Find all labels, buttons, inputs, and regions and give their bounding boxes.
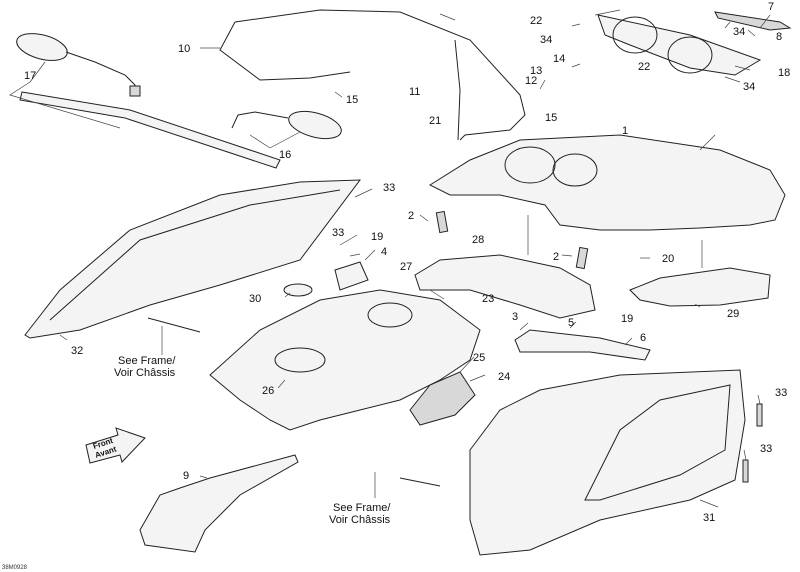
callout-9: 9 xyxy=(183,470,189,482)
connector-2a[interactable] xyxy=(435,210,449,234)
callout-18: 18 xyxy=(778,67,790,79)
callout-14: 14 xyxy=(553,53,565,65)
callout-15: 15 xyxy=(346,94,358,106)
bracket-4[interactable] xyxy=(334,261,369,291)
callout-33: 33 xyxy=(332,227,344,239)
callout-33: 33 xyxy=(775,387,787,399)
trim-24[interactable] xyxy=(409,371,476,426)
bolt-left[interactable] xyxy=(147,317,201,333)
strip-33a[interactable] xyxy=(756,403,763,427)
callout-1: 1 xyxy=(622,125,628,137)
bolt-bottom[interactable] xyxy=(399,477,441,487)
leader-lines xyxy=(9,9,771,508)
callout-16: 16 xyxy=(279,149,291,161)
console-cover[interactable] xyxy=(428,134,786,231)
note-line1: See Frame/ xyxy=(118,355,176,367)
callout-26: 26 xyxy=(262,385,274,397)
note-line2: Voir Châssis xyxy=(329,514,391,526)
front-direction-arrow: Front Avant xyxy=(85,427,146,464)
windshield-frame[interactable] xyxy=(219,9,526,141)
callout-22: 22 xyxy=(530,15,542,27)
callout-34: 34 xyxy=(743,81,755,93)
callout-21: 21 xyxy=(429,115,441,127)
callout-12: 12 xyxy=(525,75,537,87)
see-frame-note-bottom: See Frame/ Voir Châssis xyxy=(329,502,391,526)
callout-7: 7 xyxy=(768,1,774,13)
side-panel-right[interactable] xyxy=(469,369,746,556)
bracket-3[interactable] xyxy=(514,329,651,361)
note-line1: See Frame/ xyxy=(333,502,391,514)
callout-27: 27 xyxy=(400,261,412,273)
callout-20: 20 xyxy=(662,253,674,265)
left-mirror[interactable] xyxy=(14,29,141,97)
callout-34: 34 xyxy=(733,26,745,38)
callout-28: 28 xyxy=(472,234,484,246)
mud-flap[interactable] xyxy=(139,454,299,553)
right-mirror[interactable] xyxy=(231,106,344,143)
see-frame-note-left: See Frame/ Voir Châssis xyxy=(114,355,176,379)
trim-piece-7[interactable] xyxy=(714,11,792,31)
callout-22: 22 xyxy=(638,61,650,73)
callouts: 1 2 2 3 4 5 6 7 8 9 10 11 12 13 14 15 15… xyxy=(24,1,790,524)
callout-23: 23 xyxy=(482,293,494,305)
trim-29[interactable] xyxy=(629,267,771,307)
callout-11: 11 xyxy=(409,86,420,98)
ring-30[interactable] xyxy=(283,283,313,297)
front-fairing[interactable] xyxy=(209,289,481,431)
callout-13: 13 xyxy=(530,65,542,77)
handlebar[interactable] xyxy=(19,91,281,169)
callout-33: 33 xyxy=(383,182,395,194)
callout-29: 29 xyxy=(727,308,739,320)
callout-17: 17 xyxy=(24,70,36,82)
trim-28[interactable] xyxy=(414,254,596,319)
callout-19: 19 xyxy=(621,313,633,325)
side-panel-left[interactable] xyxy=(24,179,362,339)
callout-4: 4 xyxy=(381,246,387,258)
callout-31: 31 xyxy=(703,512,715,524)
callout-3: 3 xyxy=(512,311,518,323)
callout-6: 6 xyxy=(640,332,646,344)
strip-33b[interactable] xyxy=(742,459,749,483)
callout-15: 15 xyxy=(545,112,557,124)
callout-32: 32 xyxy=(71,345,83,357)
connector-2b[interactable] xyxy=(575,246,589,270)
gauge-bezel[interactable] xyxy=(597,14,762,76)
note-line2: Voir Châssis xyxy=(114,367,176,379)
callout-25: 25 xyxy=(473,352,485,364)
callout-34: 34 xyxy=(540,34,552,46)
callout-10: 10 xyxy=(178,43,190,55)
callout-24: 24 xyxy=(498,371,510,383)
callout-30: 30 xyxy=(249,293,261,305)
drawing-code: 38M0928 xyxy=(2,565,28,571)
callout-33: 33 xyxy=(760,443,772,455)
callout-5: 5 xyxy=(568,317,574,329)
callout-19: 19 xyxy=(371,231,383,243)
callout-8: 8 xyxy=(776,31,782,43)
callout-2: 2 xyxy=(408,210,414,222)
callout-2: 2 xyxy=(553,251,559,263)
